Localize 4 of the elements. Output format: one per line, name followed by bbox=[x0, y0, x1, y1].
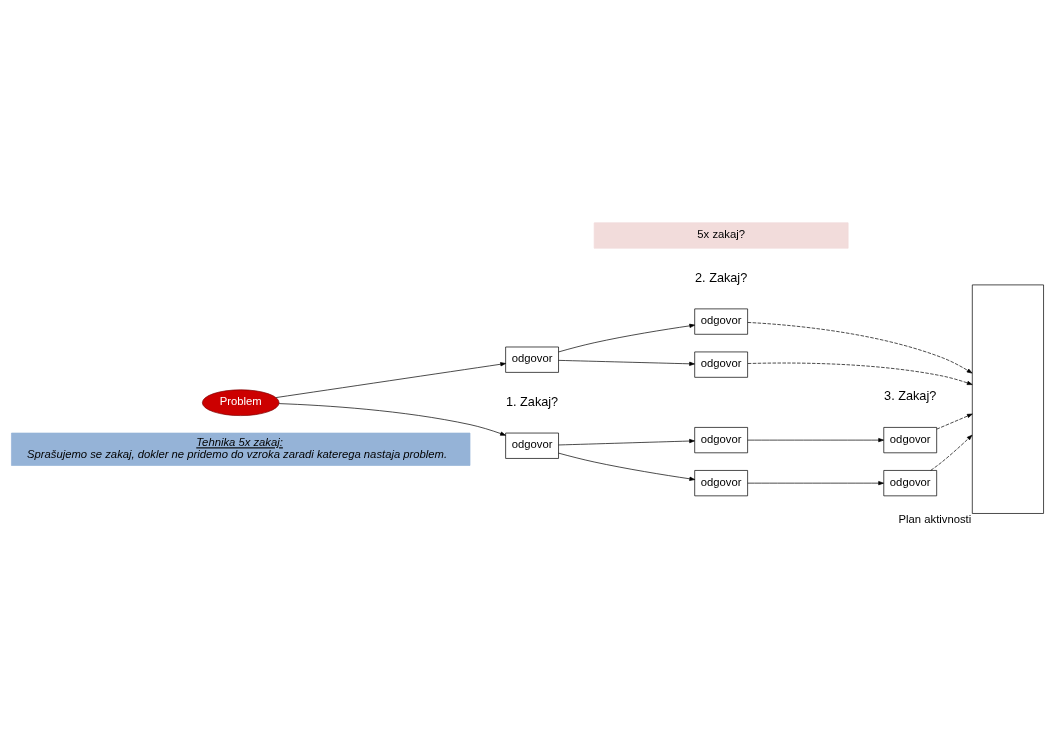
node-label: Plan aktivnosti bbox=[898, 512, 972, 525]
label: 2. Zakaj? bbox=[695, 270, 748, 285]
label: 3. Zakaj? bbox=[884, 389, 937, 404]
label: 1. Zakaj? bbox=[505, 394, 559, 409]
